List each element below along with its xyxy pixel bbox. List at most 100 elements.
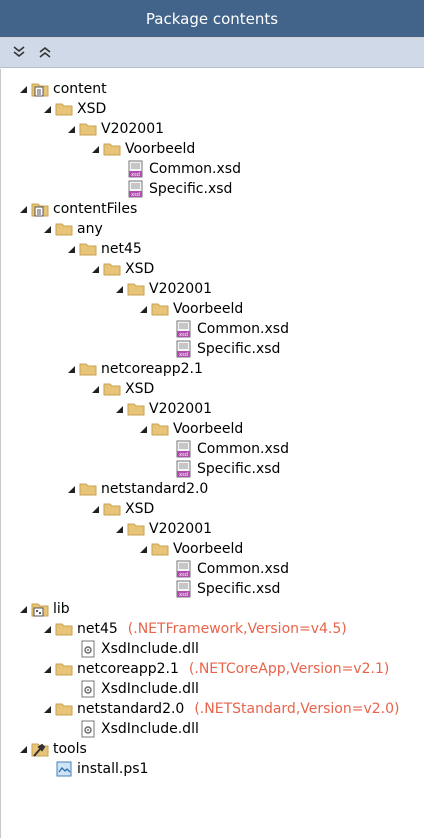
tree-item-label: Common.xsd: [197, 441, 289, 457]
tree-item-label: net45: [77, 621, 118, 637]
double-chevron-up-icon: [39, 46, 51, 58]
xsd-file-icon: xsd: [175, 580, 193, 598]
tree-folder-item[interactable]: V202001: [111, 279, 212, 299]
tree-item-label: contentFiles: [53, 201, 138, 217]
expand-toggle-icon[interactable]: [63, 119, 79, 139]
expand-all-button[interactable]: [8, 41, 30, 63]
tree-item-label: netcoreapp2.1: [77, 661, 179, 677]
tree-folder-item[interactable]: netcoreapp2.1(.NETCoreApp,Version=v2.1): [39, 659, 389, 679]
tree-file-item[interactable]: XsdInclude.dll: [63, 679, 199, 699]
tree-item-label: Voorbeeld: [173, 301, 244, 317]
tree-folder-item[interactable]: contentFiles: [15, 199, 137, 219]
expand-toggle-icon[interactable]: [135, 299, 151, 319]
tree-folder-item[interactable]: content: [15, 79, 107, 99]
tree-folder-item[interactable]: XSD: [87, 379, 154, 399]
tree-item-label: netcoreapp2.1: [101, 361, 203, 377]
expand-toggle-icon[interactable]: [15, 739, 31, 759]
spacer: [159, 459, 175, 479]
tree-file-item[interactable]: install.ps1: [39, 759, 148, 779]
tree-folder-item[interactable]: XSD: [39, 99, 106, 119]
tree-file-item[interactable]: XsdInclude.dll: [63, 639, 199, 659]
tree-item-label: XSD: [125, 261, 155, 277]
tree-folder-item[interactable]: net45: [63, 239, 142, 259]
expand-toggle-icon[interactable]: [111, 519, 127, 539]
xsd-file-icon: xsd: [175, 460, 193, 478]
spacer: [159, 339, 175, 359]
dll-file-icon: [79, 640, 97, 658]
expand-toggle-icon[interactable]: [63, 479, 79, 499]
spacer: [111, 159, 127, 179]
folder-icon: [55, 620, 73, 638]
expand-toggle-icon[interactable]: [135, 539, 151, 559]
tree-folder-item[interactable]: XSD: [87, 499, 154, 519]
tree-folder-item[interactable]: XSD: [87, 259, 154, 279]
tree-item-label: net45: [101, 241, 142, 257]
tree-item-label: V202001: [149, 401, 213, 417]
xsd-file-icon: xsd: [175, 440, 193, 458]
folder-icon: [127, 280, 145, 298]
xsd-file-icon: xsd: [175, 320, 193, 338]
tree-item-label: any: [77, 221, 103, 237]
expand-toggle-icon[interactable]: [15, 199, 31, 219]
tree-folder-item[interactable]: V202001: [111, 519, 212, 539]
expand-toggle-icon[interactable]: [15, 599, 31, 619]
tree-folder-item[interactable]: V202001: [63, 119, 164, 139]
tree-folder-item[interactable]: netstandard2.0 (.NETStandard,Version=v2.0…: [39, 699, 400, 719]
expand-toggle-icon[interactable]: [135, 419, 151, 439]
expand-toggle-icon[interactable]: [87, 259, 103, 279]
expand-toggle-icon[interactable]: [63, 239, 79, 259]
spacer: [159, 319, 175, 339]
svg-text:xsd: xsd: [179, 592, 188, 598]
expand-toggle-icon[interactable]: [111, 399, 127, 419]
xsd-file-icon: xsd: [175, 340, 193, 358]
tree-folder-item[interactable]: Voorbeeld: [135, 539, 243, 559]
expand-toggle-icon[interactable]: [39, 99, 55, 119]
tools-folder-icon: [31, 740, 49, 758]
expand-toggle-icon[interactable]: [15, 79, 31, 99]
expand-toggle-icon[interactable]: [63, 359, 79, 379]
expand-toggle-icon[interactable]: [39, 219, 55, 239]
collapse-all-button[interactable]: [34, 41, 56, 63]
folder-icon: [103, 500, 121, 518]
svg-text:xsd: xsd: [179, 352, 188, 358]
tree-folder-item[interactable]: any: [39, 219, 103, 239]
spacer: [63, 679, 79, 699]
tree-folder-item[interactable]: V202001: [111, 399, 212, 419]
tree-item-label: Voorbeeld: [173, 421, 244, 437]
window-title: Package contents: [145, 9, 279, 28]
xsd-file-icon: xsd: [175, 560, 193, 578]
expand-toggle-icon[interactable]: [39, 659, 55, 679]
tree-folder-item[interactable]: netstandard2.0: [63, 479, 208, 499]
expand-toggle-icon[interactable]: [39, 699, 55, 719]
tree-folder-item[interactable]: net45(.NETFramework,Version=v4.5): [39, 619, 347, 639]
tree-folder-item[interactable]: Voorbeeld: [135, 299, 243, 319]
dll-file-icon: [79, 720, 97, 738]
folder-icon: [55, 220, 73, 238]
tree-file-item[interactable]: XsdInclude.dll: [63, 719, 199, 739]
tree-folder-item[interactable]: tools: [15, 739, 87, 759]
tree-folder-item[interactable]: Voorbeeld: [87, 139, 195, 159]
tree-item-label: lib: [53, 601, 70, 617]
target-framework-label: (.NETStandard,Version=v2.0): [194, 701, 400, 717]
expand-toggle-icon[interactable]: [39, 619, 55, 639]
expand-toggle-icon[interactable]: [111, 279, 127, 299]
expand-toggle-icon[interactable]: [87, 499, 103, 519]
tree-item-label: V202001: [149, 281, 213, 297]
tree-toolbar: [0, 38, 424, 68]
tree-item-label: tools: [53, 741, 87, 757]
tree-folder-item[interactable]: netcoreapp2.1: [63, 359, 203, 379]
tree-folder-item[interactable]: lib: [15, 599, 70, 619]
expand-toggle-icon[interactable]: [87, 379, 103, 399]
expand-toggle-icon[interactable]: [87, 139, 103, 159]
tree-item-label: netstandard2.0: [77, 701, 185, 717]
tree-folder-item[interactable]: Voorbeeld: [135, 419, 243, 439]
folder-icon: [103, 260, 121, 278]
